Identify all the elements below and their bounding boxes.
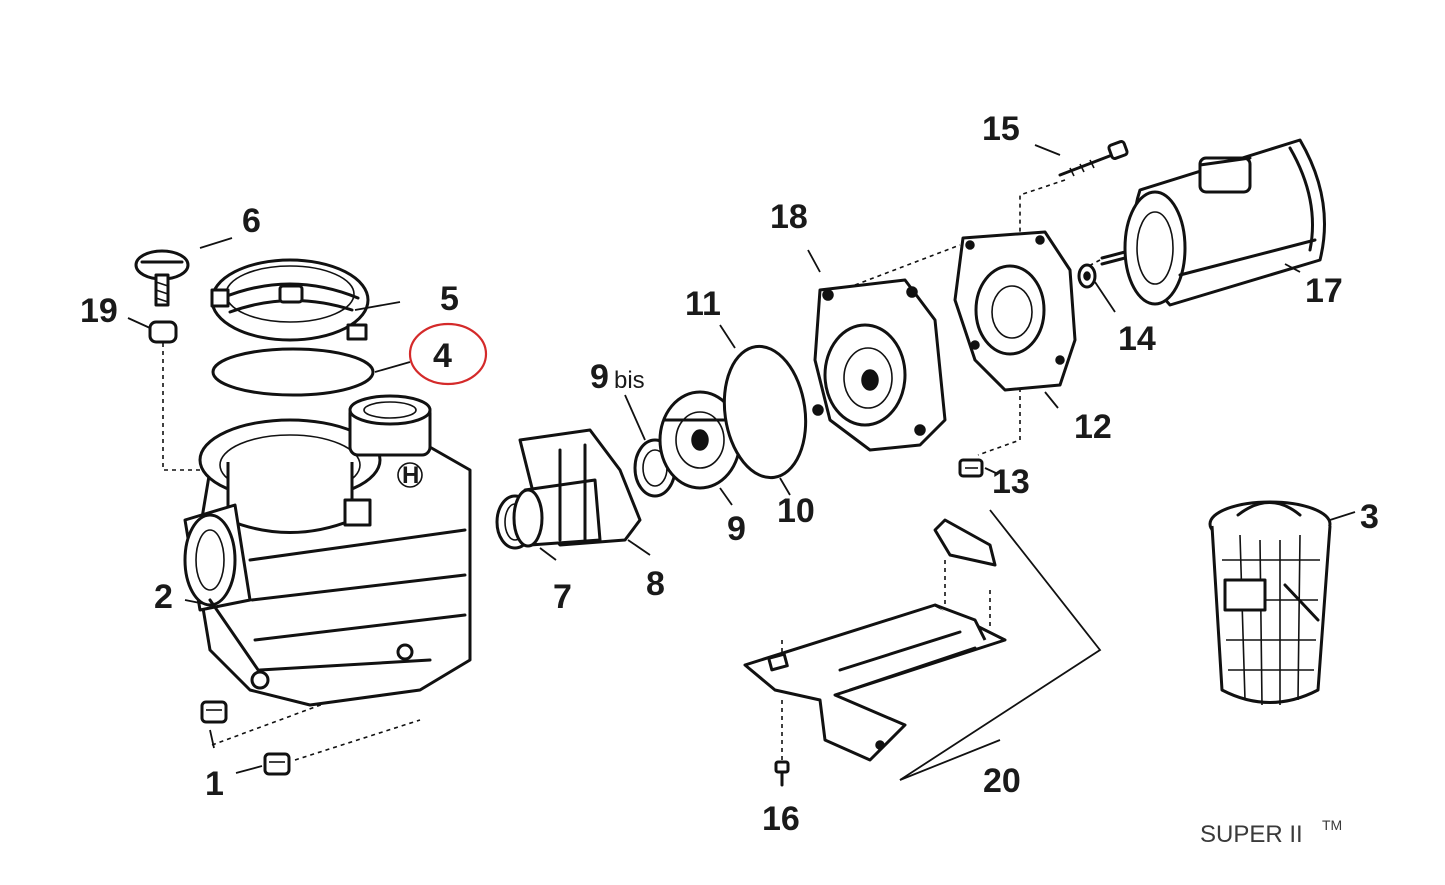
callout-19: 19: [80, 292, 118, 330]
base-screw: [774, 760, 790, 787]
callout-10: 10: [777, 492, 815, 530]
callout-15: 15: [982, 110, 1020, 148]
highlight-circle-callout-4: [408, 322, 488, 386]
lid-o-ring: [211, 347, 375, 397]
callout-12: 12: [1074, 408, 1112, 446]
callout-6: 6: [242, 202, 261, 240]
callout-17: 17: [1305, 272, 1343, 310]
impeller: [658, 390, 742, 490]
callout-9: 9: [727, 510, 746, 548]
trademark-mark: TM: [1322, 817, 1342, 833]
callout-9bis-suffix: bis: [614, 367, 645, 394]
assembly-dashed-lines: [162, 179, 1101, 761]
leader-lines: [127, 144, 1356, 781]
plug: [148, 320, 178, 344]
drain-knob: [134, 249, 190, 307]
svg-text:H: H: [402, 462, 419, 489]
washer: [1077, 263, 1097, 289]
diffuser-assembly: [495, 428, 642, 550]
callout-4: 4: [433, 337, 452, 375]
callout-16: 16: [762, 800, 800, 838]
callout-20: 20: [983, 762, 1021, 800]
callout-8: 8: [646, 565, 665, 603]
through-bolt: [1058, 140, 1129, 177]
callout-7: 7: [553, 578, 572, 616]
motor: [1100, 138, 1326, 307]
model-name: SUPER II: [1200, 821, 1303, 848]
callout-1: 1: [205, 765, 224, 803]
callout-3: 3: [1360, 498, 1379, 536]
pump-housing: H: [183, 394, 472, 707]
seal-plate: [812, 278, 947, 452]
callout-9bis-number: 9: [590, 358, 609, 396]
callout-18: 18: [770, 198, 808, 236]
motor-base: [743, 518, 1007, 762]
bracket-bolt: [958, 458, 984, 478]
motor-bracket: [953, 230, 1077, 392]
callout-13: 13: [992, 463, 1030, 501]
callout-5: 5: [440, 280, 459, 318]
strainer-lid: [210, 258, 370, 342]
gasket: [722, 344, 808, 480]
drain-plugs: [200, 700, 291, 776]
callout-14: 14: [1118, 320, 1156, 358]
callout-labels: 1 2 3 4 5 6 7 8 9 9 bis 10 11 12 13 14 1…: [80, 110, 1379, 838]
callout-11: 11: [685, 285, 721, 323]
callout-2: 2: [154, 578, 173, 616]
strainer-basket: [1208, 500, 1332, 706]
